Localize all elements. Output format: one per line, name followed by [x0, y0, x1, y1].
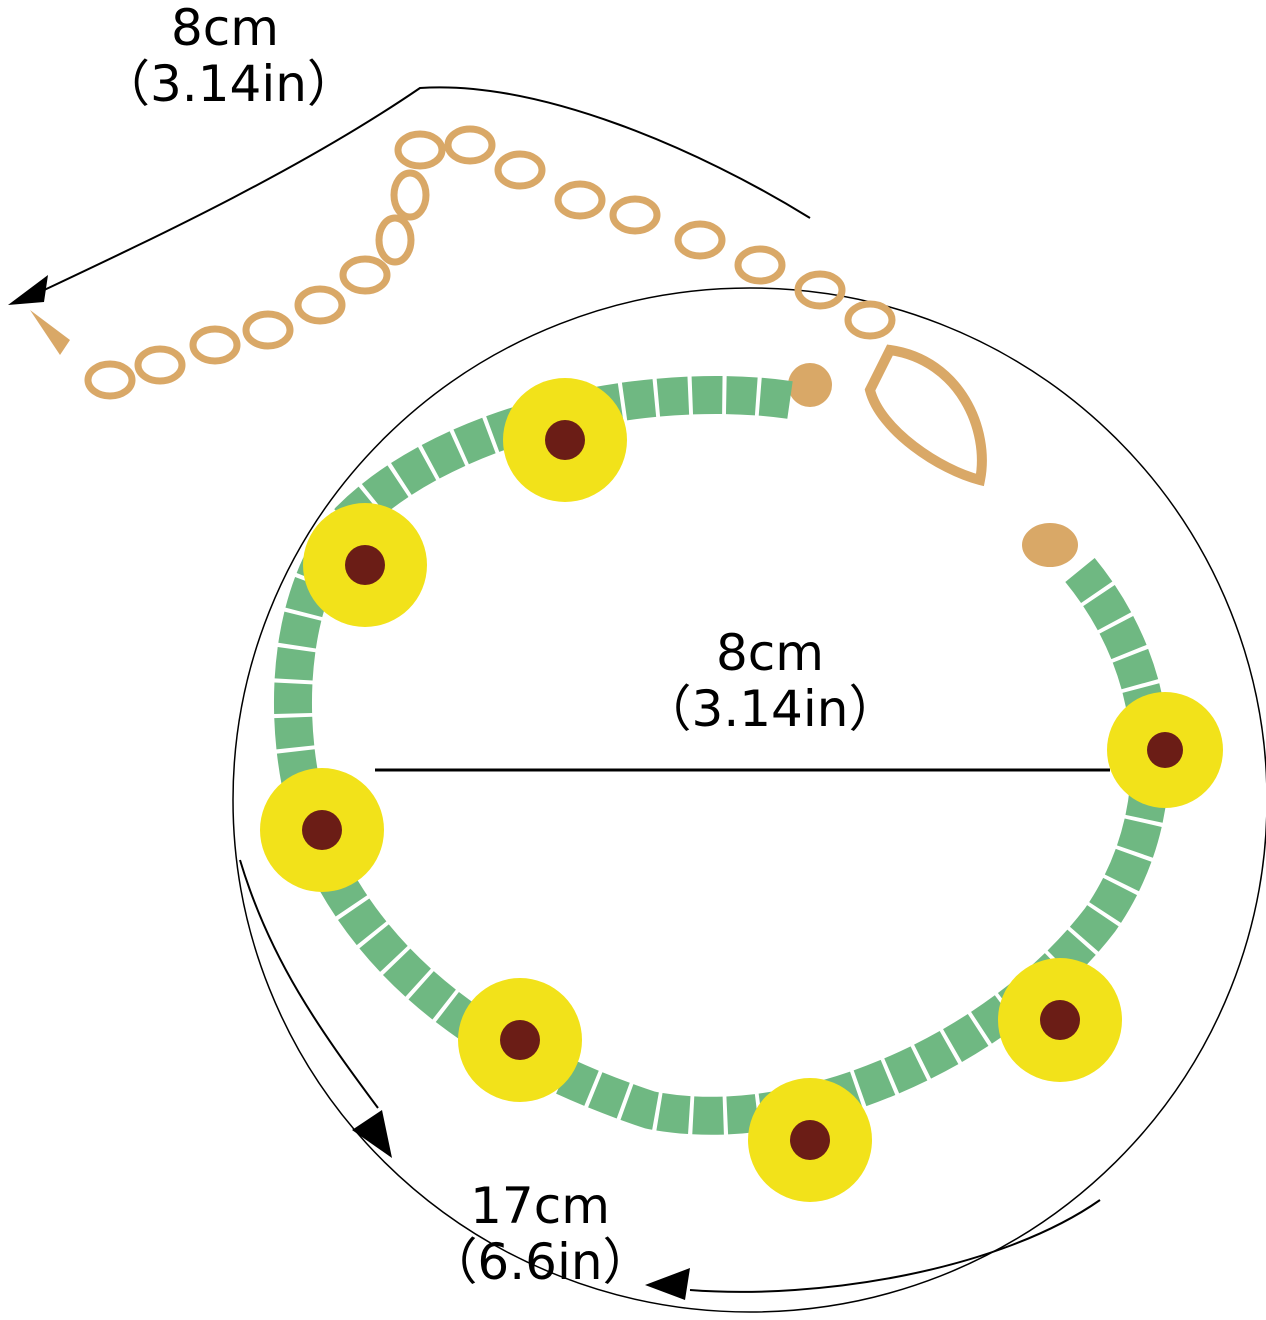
chain-arrow-icon [8, 275, 48, 305]
circumference-arrow-left-icon [352, 1110, 392, 1158]
circumference-inch: （6.6in） [427, 1233, 653, 1291]
diameter-label: 8cm （3.14in） [640, 625, 900, 737]
chain-length-arc [39, 86, 811, 293]
circumference-arrow-bottom-icon [645, 1268, 690, 1300]
lobster-clasp [864, 344, 987, 487]
circumference-arc-bottom [689, 1199, 1101, 1293]
extension-chain [84, 125, 896, 400]
circumference-circle [232, 287, 1266, 1313]
chain-length-inch: （3.14in） [100, 55, 357, 113]
circumference-cm: 17cm [470, 1177, 610, 1235]
chain-length-label: 8cm （3.14in） [100, 0, 357, 113]
diameter-inch: （3.14in） [641, 680, 899, 738]
flowers [260, 378, 1223, 1202]
clasp-end-bead [1022, 523, 1078, 567]
chain-tip [30, 310, 70, 355]
circumference-arc-left [239, 859, 379, 1109]
circumference-label: 17cm （6.6in） [410, 1178, 670, 1290]
chain-length-cm: 8cm [170, 0, 279, 57]
diameter-cm: 8cm [715, 624, 824, 682]
clasp-bead [788, 363, 832, 407]
